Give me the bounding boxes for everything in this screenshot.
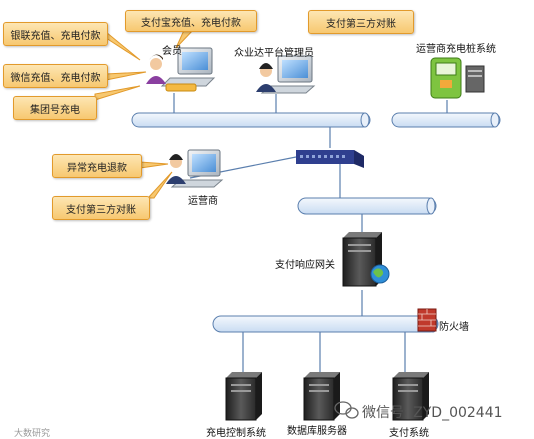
wechat-logo-icon: [334, 401, 359, 419]
callout-unionpay: 银联充值、充电付款: [3, 22, 108, 46]
bus-bottom: [212, 315, 439, 333]
payment-server-icon: [392, 372, 429, 421]
bus-top-right: [391, 112, 501, 128]
database-server-icon: [303, 372, 340, 421]
member-workstation-icon: [146, 47, 216, 92]
callout-alipay: 支付宝充值、充电付款: [125, 10, 257, 32]
label-db-server: 数据库服务器: [287, 426, 347, 437]
callout-group: 集团号充电: [13, 96, 97, 120]
watermark-logo: 大数研究: [14, 429, 51, 439]
callout-refund: 异常充电退款: [52, 154, 142, 178]
watermark-wechat-id: 微信号: ZYD_002441: [362, 405, 503, 421]
label-platform-admin: 众业达平台管理员: [234, 48, 314, 59]
admin-workstation-icon: [256, 55, 316, 94]
gateway-server-icon: [342, 232, 390, 287]
bus-top-left: [131, 112, 371, 128]
callout-wechat: 微信充值、充电付款: [3, 64, 108, 88]
charge-control-server-icon: [225, 372, 262, 421]
callout-third-party-bottom: 支付第三方对账: [52, 196, 150, 220]
label-gateway: 支付响应网关: [275, 260, 335, 271]
label-operator-charger: 运营商充电桩系统: [416, 44, 496, 55]
bus-middle: [297, 197, 437, 215]
operator-workstation-icon: [166, 149, 224, 188]
firewall-icon: [417, 308, 437, 332]
network-switch-icon: [296, 150, 364, 168]
callout-third-party-top: 支付第三方对账: [308, 10, 414, 34]
label-charge-control: 充电控制系统: [206, 428, 266, 439]
label-payment-system: 支付系统: [389, 428, 429, 439]
label-member: 会员: [162, 46, 182, 57]
charging-station-icon: [430, 57, 485, 99]
label-firewall: 防火墙: [439, 322, 469, 333]
label-operator: 运营商: [188, 196, 218, 207]
